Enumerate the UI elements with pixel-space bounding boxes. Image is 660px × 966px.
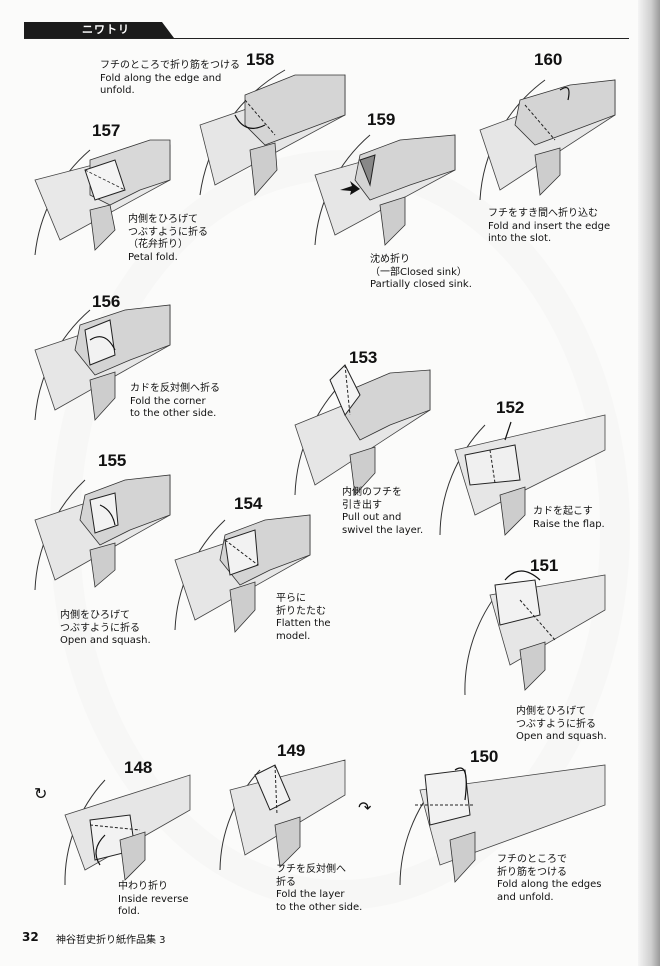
step-number-151: 151 <box>530 556 559 575</box>
diagram-159 <box>314 134 456 246</box>
step-number-152: 152 <box>496 398 525 417</box>
next-arrow-icon: ↷ <box>358 798 372 817</box>
turn-over-icon: ↻ <box>34 784 48 803</box>
caption-157: 内側をひろげてつぶすように折る（花弁折り）Petal fold. <box>128 214 208 263</box>
diagram-150 <box>399 764 606 886</box>
diagram-149 <box>219 759 346 871</box>
step-number-160: 160 <box>534 50 563 69</box>
step-number-154: 154 <box>234 494 263 513</box>
step-number-155: 155 <box>98 451 127 470</box>
diagram-155 <box>34 474 171 591</box>
step-number-157: 157 <box>92 121 121 140</box>
diagram-157 <box>34 139 171 256</box>
diagram-152 <box>439 414 606 536</box>
chapter-header: ニワトリ <box>24 22 629 39</box>
diagram-156 <box>34 304 171 421</box>
diagram-154 <box>174 514 311 633</box>
step-number-153: 153 <box>349 348 378 367</box>
chapter-title: ニワトリ <box>82 23 130 36</box>
diagram-148 <box>64 774 191 886</box>
step-number-158: 158 <box>246 50 275 69</box>
diagram-160 <box>479 79 616 201</box>
diagram-151 <box>464 570 606 696</box>
step-number-159: 159 <box>367 110 396 129</box>
step-number-156: 156 <box>92 292 121 311</box>
caption-159: 沈め折り（一部Closed sink）Partially closed sink… <box>370 254 472 290</box>
page-number: 32 <box>22 930 39 944</box>
diagram-153 <box>294 364 431 496</box>
step-number-150: 150 <box>470 747 499 766</box>
diagram-158 <box>199 69 346 196</box>
chapter-tab <box>24 22 174 38</box>
book-title: 神谷哲史折り紙作品集 3 <box>56 935 166 946</box>
step-number-149: 149 <box>277 741 306 760</box>
page-binding-shadow <box>638 0 660 966</box>
step-number-148: 148 <box>124 758 153 777</box>
